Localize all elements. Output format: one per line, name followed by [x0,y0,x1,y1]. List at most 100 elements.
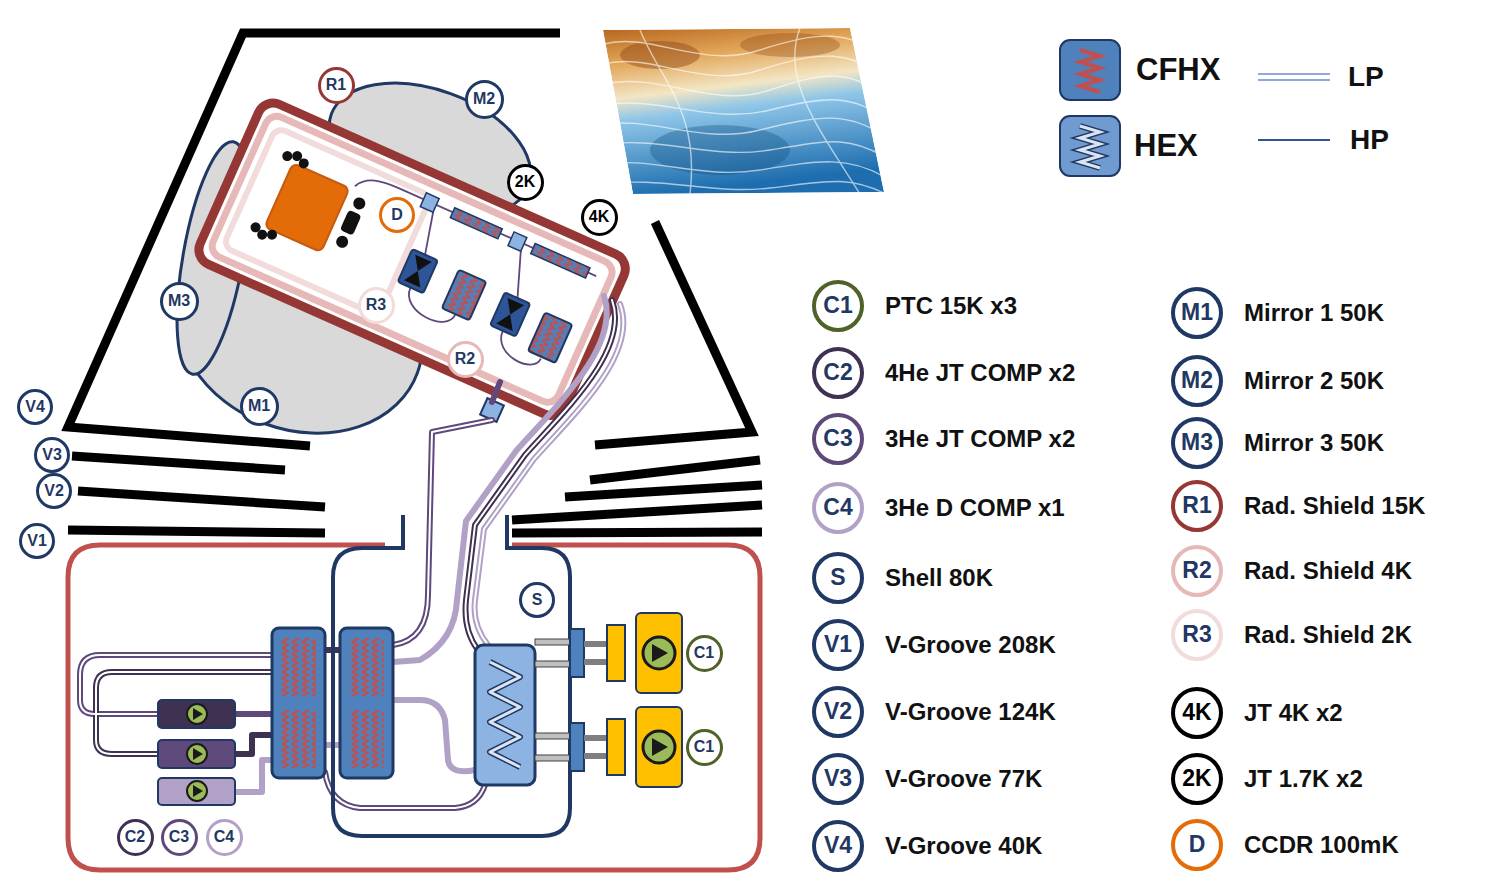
planck-sky-map [600,100,890,120]
legend-description: JT 1.7K x2 [1244,765,1363,794]
legend-swatch [1258,73,1330,75]
jt-compressor [158,700,235,805]
counterflow-heat-exchanger [349,710,384,768]
instrument-box [404,255,432,288]
cooler-pipes [393,700,475,771]
legend-description: Rad. Shield 2K [1244,621,1412,650]
legend-description: 3He D COMP x1 [885,494,1065,523]
legend-description: Mirror 1 50K [1244,299,1384,328]
callout-circle: V1 [19,523,55,559]
jt-compressor [158,778,235,805]
planck-sky-map [640,30,692,194]
heat-exchanger [475,645,535,785]
jt-compressor [158,740,235,768]
legend-swatch [1080,126,1100,168]
legend-sample [1258,67,1330,87]
legend-key-item: M1Mirror 1 50K [1171,287,1384,339]
callout-label: R2 [1171,545,1223,597]
cooler-pipes [393,296,607,662]
counterflow-heat-exchanger [281,710,316,768]
pulse-tube-cooler [535,733,572,739]
pulse-tube-cooler [570,629,584,677]
instrument-box [256,228,269,241]
callout-label: R1 [1171,480,1223,532]
callout-circle: M3 [160,282,199,321]
legend-key-item: 4KJT 4K x2 [1171,687,1343,739]
heat-exchanger [490,662,520,767]
callout-label: M3 [160,282,199,321]
legend-swatch [1080,126,1100,168]
callout-label: C3 [812,413,864,465]
instrument-box [420,193,439,212]
cooler-pipes [492,382,500,402]
v-groove-shield [590,460,760,480]
instrument-box [194,98,631,421]
legend-description: V-Groove 124K [885,698,1056,727]
planck-sky-map [600,118,890,140]
instrument-box [450,208,502,239]
instrument-box [503,251,536,298]
jt-compressor [187,744,207,764]
callout-label: V3 [812,753,864,805]
instrument-box [247,146,375,273]
callout-circle: C2 [117,819,154,856]
instrument-box [340,210,362,236]
jt-compressor [187,704,207,724]
instrument-box [265,228,278,241]
callout-label: V1 [19,523,55,559]
callout-circle: V2 [36,473,72,509]
v-groove-shield [512,532,762,533]
legend-swatch [1060,116,1120,176]
instrument-box [355,172,596,291]
instrument-box [351,196,367,212]
pulse-tube-cooler [584,735,608,741]
cooler-pipes [80,300,623,808]
callout-label: C3 [161,819,198,856]
legend-swatch [1258,139,1330,141]
service-module [68,515,760,870]
jt-compressor [193,748,203,760]
callout-circle: R3 [358,287,395,324]
legend-key-item: R2 Rad. Shield 4K [1171,545,1412,597]
v-groove-shield [72,456,285,470]
legend-label: HP [1350,123,1389,157]
instrument-box [508,232,527,251]
instrument-box [297,157,310,170]
service-module [68,545,760,870]
callout-circle: S [519,582,555,618]
counterflow-heat-exchanger [272,628,325,778]
v-groove-shield [565,485,762,497]
callout-circle: C3 [161,819,198,856]
counterflow-heat-exchanger [340,628,393,778]
cooler-pipes [466,300,616,650]
legend-label: CFHX [1136,51,1220,88]
legend-key-item: SShell 80K [812,552,993,604]
callout-label: R1 [318,67,355,104]
instrument-box [223,127,432,316]
instrument-box [398,249,438,293]
instrument-box [442,270,486,321]
callout-label: 2K [507,164,544,201]
callout-circle: V4 [17,389,53,425]
legend-description: V-Groove 77K [885,765,1042,794]
legend-description: JT 4K x2 [1244,699,1343,728]
pulse-tube-cooler [607,625,625,681]
callout-label: D [1171,819,1223,871]
callout-label: V1 [812,619,864,671]
heat-exchanger [490,662,520,767]
cooler-pipes [96,300,615,754]
cooler-pipes [80,382,500,808]
callout-circle: C1 [686,635,723,672]
legend-key-item: V2V-Groove 124K [812,686,1056,738]
legend-description: Rad. Shield 4K [1244,557,1412,586]
service-module [333,515,570,836]
legend-item: HEX [1058,114,1198,178]
legend-key-item: M2Mirror 2 50K [1171,355,1384,407]
v-groove-shield [68,33,762,533]
counterflow-heat-exchanger [349,638,384,696]
legend-description: Shell 80K [885,564,993,593]
planck-sky-map [600,28,890,196]
legend-item: HP [1258,123,1389,157]
jt-compressor [158,700,235,728]
pulse-tube-cooler [643,731,675,763]
